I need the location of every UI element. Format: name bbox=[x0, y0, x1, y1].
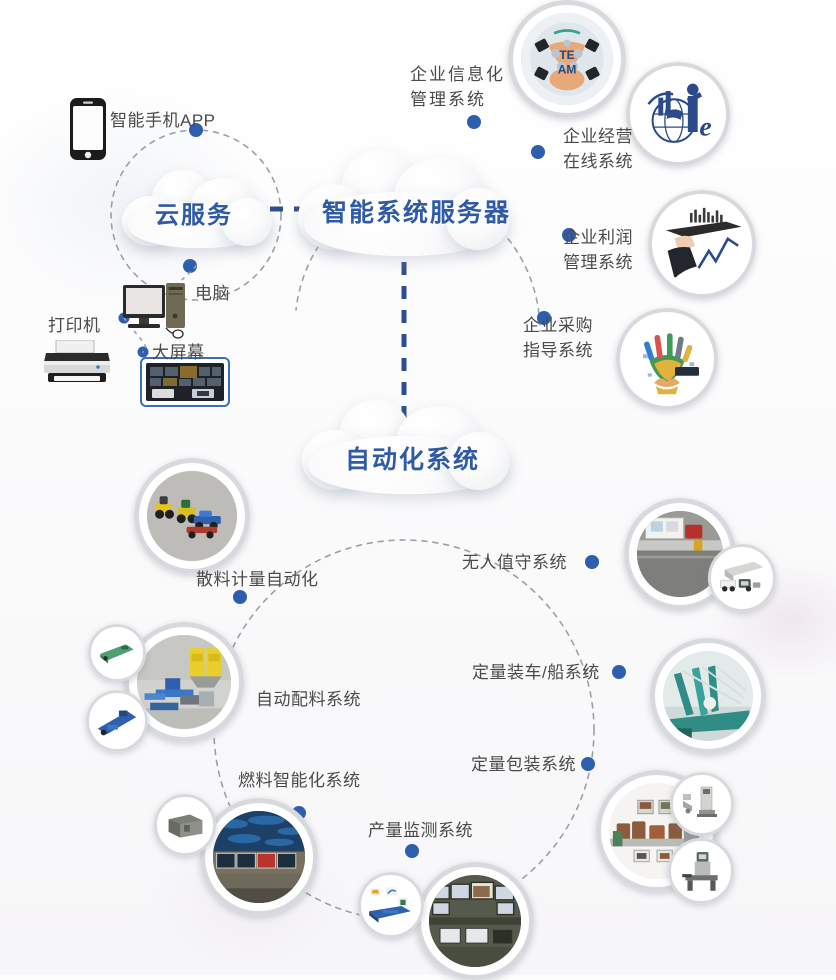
label-info-mgmt: 企业信息化 管理系统 bbox=[410, 65, 505, 109]
node-dot-profit-mgmt bbox=[562, 228, 576, 242]
svg-text:TE: TE bbox=[559, 48, 574, 62]
medallion-batching-satellite-top bbox=[88, 624, 146, 682]
label-purchasing: 企业采购 指导系统 bbox=[523, 316, 593, 360]
medallion-unattended-satellite bbox=[708, 544, 776, 612]
label-online-ops: 企业经营 在线系统 bbox=[563, 127, 633, 171]
automation-cloud-shape bbox=[300, 400, 518, 500]
label-unattended: 无人值守系统 bbox=[462, 553, 567, 572]
label-printer: 打印机 bbox=[48, 316, 101, 335]
label-profit-mgmt: 企业利润 管理系统 bbox=[563, 228, 633, 272]
label-output-monitor: 产量监测系统 bbox=[368, 821, 473, 840]
server-cloud-shape bbox=[296, 150, 514, 262]
hand-chart-image bbox=[659, 201, 745, 287]
label-bulk-metering: 散料计量自动化 bbox=[196, 570, 319, 589]
packing-machine-image bbox=[677, 779, 727, 829]
node-dot-quant-packing bbox=[581, 757, 595, 771]
node-dot-quant-loading bbox=[612, 665, 626, 679]
label-smartphone: 智能手机APP bbox=[110, 111, 216, 130]
truck-scale-image bbox=[715, 551, 769, 605]
node-dot-online-ops bbox=[531, 145, 545, 159]
desktop-computer-icon bbox=[123, 283, 185, 339]
medallion-purchasing bbox=[616, 308, 718, 410]
monitor-wall-image bbox=[429, 875, 521, 967]
medallion-output-monitor bbox=[416, 862, 534, 980]
smartphone-icon bbox=[70, 98, 106, 160]
printer-icon bbox=[44, 340, 110, 382]
medallion-fuel-satellite bbox=[154, 794, 216, 856]
svg-text:AM: AM bbox=[558, 63, 577, 77]
medallion-output-satellite bbox=[358, 872, 424, 938]
medallion-batching-satellite-bottom bbox=[86, 690, 148, 752]
node-dot-smartphone bbox=[189, 123, 203, 137]
ship-loader-image bbox=[663, 651, 753, 741]
grey-equipment-image bbox=[161, 801, 209, 849]
large-display-icon bbox=[140, 357, 230, 407]
batching-plant-image bbox=[137, 635, 231, 729]
node-dot-unattended bbox=[585, 555, 599, 569]
label-quant-loading: 定量装车/船系统 bbox=[472, 663, 600, 682]
medallion-packing-satellite-top bbox=[670, 772, 734, 836]
control-room-image bbox=[213, 811, 305, 903]
node-dot-info-mgmt bbox=[467, 115, 481, 129]
medallion-online-ops: e bbox=[626, 62, 730, 166]
node-dot-bulk-metering bbox=[233, 590, 247, 604]
node-dot-output-monitor bbox=[405, 844, 419, 858]
medallion-packing-satellite-bottom bbox=[668, 838, 734, 904]
medallion-fuel-intelligent bbox=[200, 798, 318, 916]
medallion-info-mgmt: TE AM bbox=[508, 0, 626, 118]
node-dot-computer bbox=[183, 259, 197, 273]
svg-text:e: e bbox=[699, 111, 711, 142]
e-globe-image: e bbox=[637, 73, 719, 155]
label-quant-packing: 定量包装系统 bbox=[471, 755, 576, 774]
node-dot-purchasing bbox=[537, 311, 551, 325]
green-machine-image bbox=[95, 631, 139, 675]
weigh-frame-image bbox=[365, 879, 417, 931]
cloud-service-title: 云服务 bbox=[155, 202, 233, 229]
server-cloud-title: 智能系统服务器 bbox=[322, 199, 512, 227]
label-fuel-intelligent: 燃料智能化系统 bbox=[238, 771, 361, 790]
cloud-service-shape bbox=[118, 168, 278, 250]
label-auto-batching: 自动配料系统 bbox=[256, 690, 361, 709]
bulk-loader-image bbox=[147, 471, 237, 561]
automation-cloud-title: 自动化系统 bbox=[345, 446, 481, 474]
label-computer: 电脑 bbox=[195, 284, 230, 303]
medallion-quant-loading bbox=[650, 638, 766, 754]
blue-conveyor-image bbox=[93, 697, 141, 745]
global-purchase-image bbox=[627, 319, 707, 399]
medallion-auto-batching bbox=[124, 622, 244, 742]
bagging-scale-image bbox=[675, 845, 727, 897]
label-bigscreen: 大屏幕 bbox=[152, 343, 205, 362]
medallion-bulk-metering bbox=[134, 458, 250, 574]
medallion-profit-mgmt bbox=[648, 190, 756, 298]
team-badge-image: TE AM bbox=[521, 13, 613, 105]
